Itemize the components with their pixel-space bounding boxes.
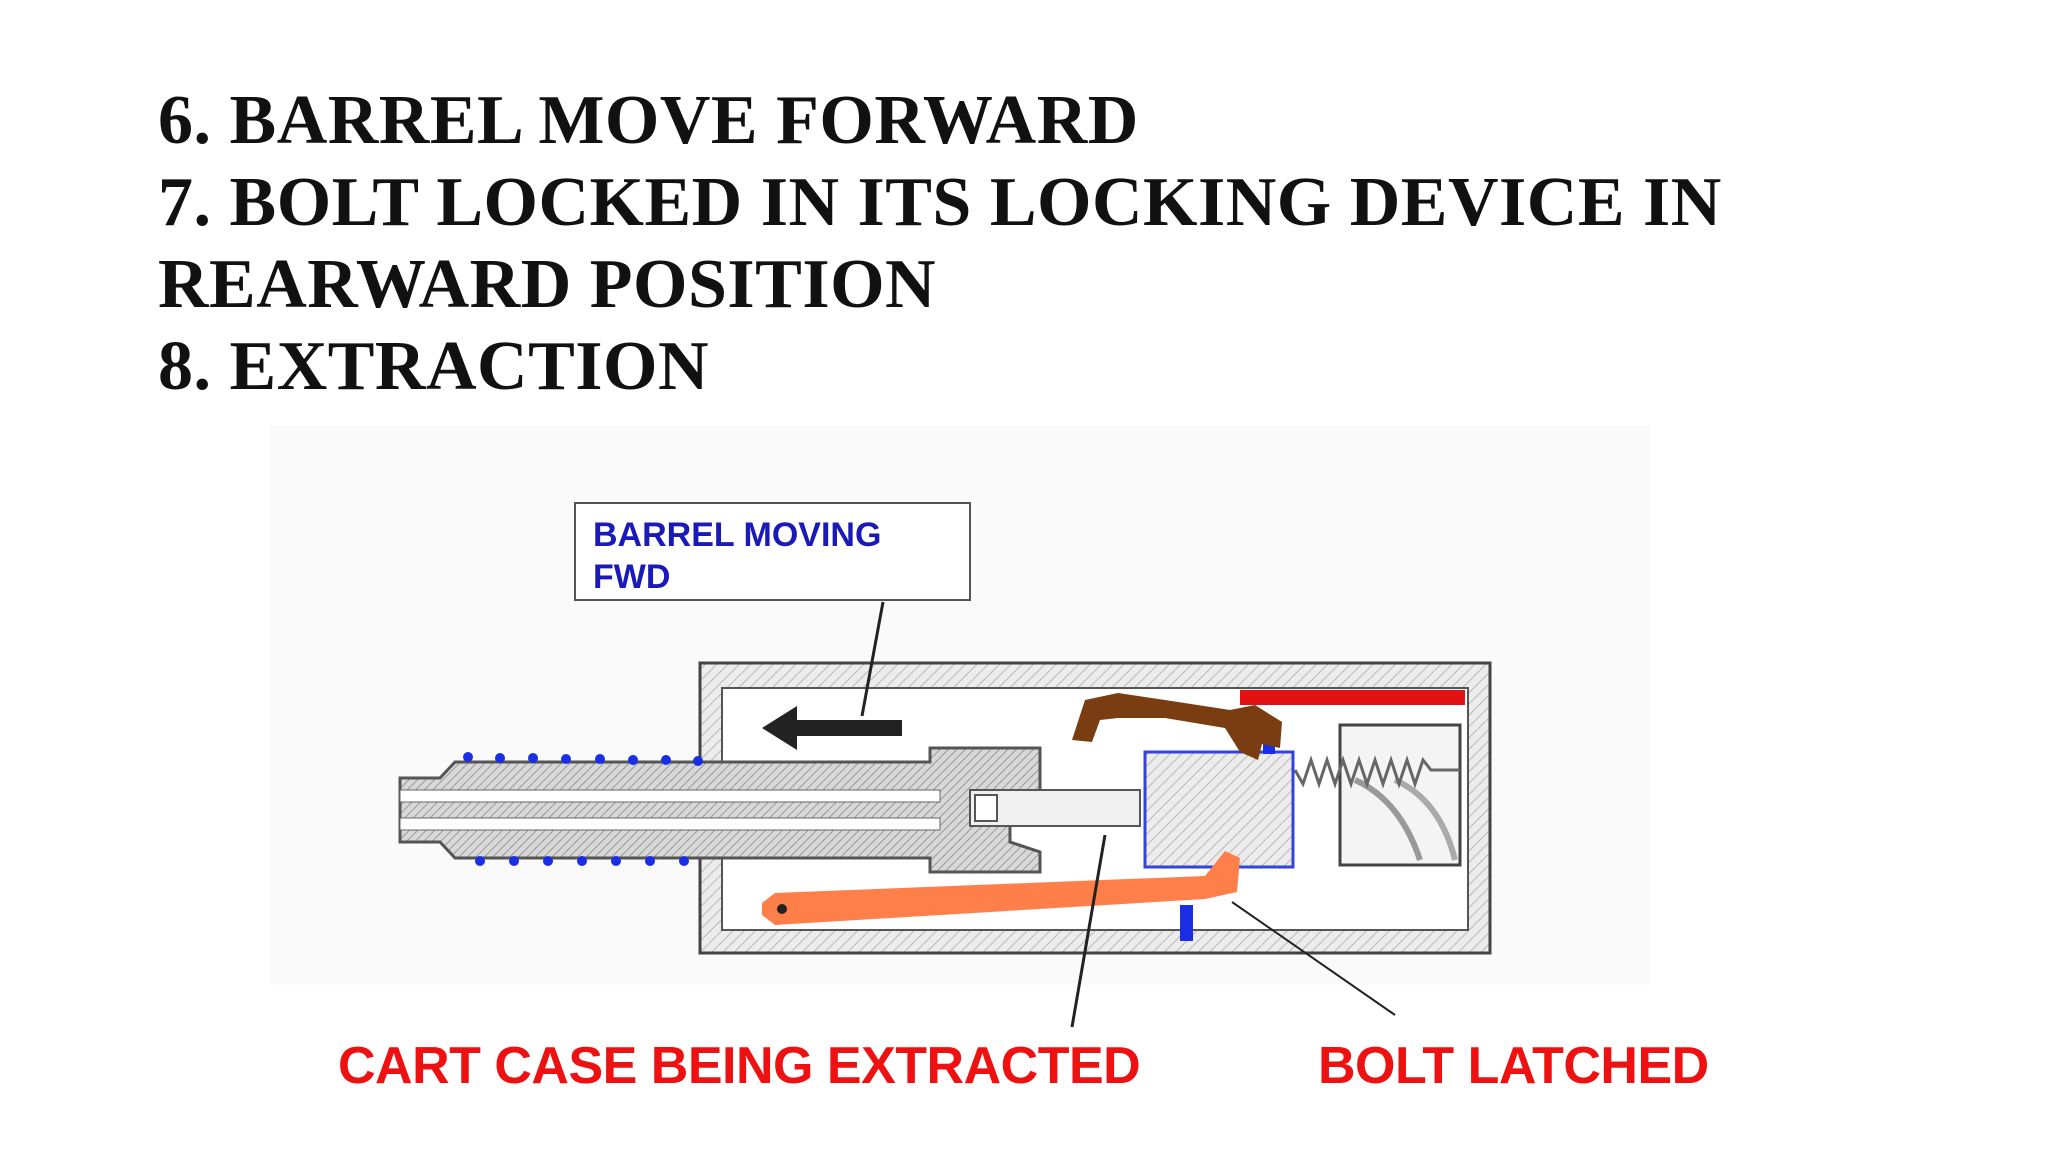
- bolt-stop-bottom: [1180, 905, 1193, 941]
- catch-pivot: [777, 904, 787, 914]
- heading-line-3: REARWARD POSITION: [158, 246, 937, 323]
- barrel-spring-bottom: [475, 856, 689, 866]
- callout-line-2: FWD: [593, 558, 670, 596]
- callout-leader: [860, 601, 885, 717]
- slide-heading: 6. BARREL MOVE FORWARD 7. BOLT LOCKED IN…: [158, 80, 1958, 408]
- heading-line-4: 8. EXTRACTION: [158, 328, 710, 405]
- latch-bar: [1240, 690, 1465, 705]
- bolt-latched-label: BOLT LATCHED: [1318, 1037, 1709, 1095]
- locking-lever: [1072, 693, 1282, 760]
- forward-arrow: [762, 706, 902, 750]
- cart-case-label: CART CASE BEING EXTRACTED: [338, 1037, 1141, 1095]
- cart-case-leader: [1070, 834, 1107, 1028]
- catch-lever: [762, 851, 1240, 925]
- rear-block: [1338, 723, 1462, 867]
- heading-line-1: 6. BARREL MOVE FORWARD: [158, 82, 1139, 159]
- barrel-callout: BARREL MOVING FWD: [574, 502, 971, 601]
- callout-line-1: BARREL MOVING: [593, 516, 881, 554]
- barrel-spring-top: [463, 752, 703, 766]
- barrel: [398, 746, 1141, 874]
- return-spring: [1293, 755, 1460, 789]
- heading-line-2: 7. BOLT LOCKED IN ITS LOCKING DEVICE IN: [158, 164, 1722, 241]
- bolt-block: [1143, 750, 1295, 869]
- bolt-leader: [1231, 901, 1396, 1016]
